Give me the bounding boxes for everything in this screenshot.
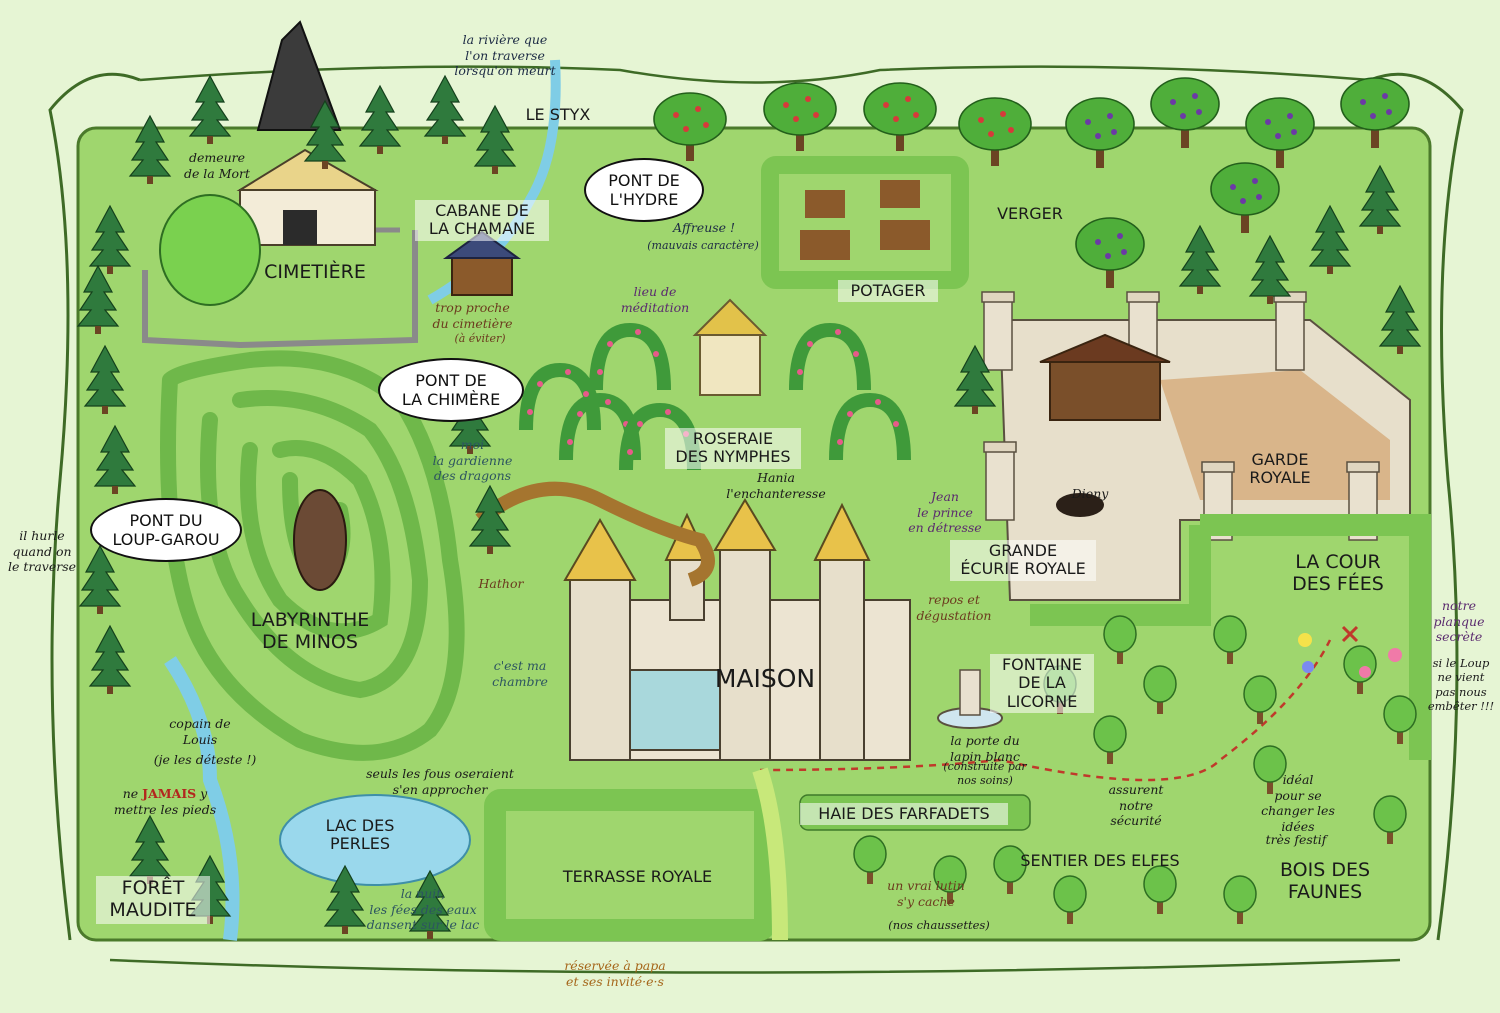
label-cour-des-fees: LA COUR DES FÉES [1292,551,1384,595]
note-repos-degustation: repos et dégustation [916,592,992,623]
note-jamais: ne JAMAIS y mettre les pieds [110,786,220,817]
label-garde-royale: GARDE ROYALE [1249,450,1311,488]
note-diony: Diony [1071,486,1109,501]
note-si-le-loup: si le Loup ne vient pas nous embêter !!! [1427,656,1495,714]
label-foret-maudite: FORÊT MAUDITE [96,876,210,924]
note-ideal: idéal pour se changer les idées [1261,772,1335,834]
note-construite-par-nos-soins: (construite par nos soins) [943,760,1027,787]
note-je-les-deteste: (je les déteste !) [153,752,257,767]
note-lieu-meditation: lieu de méditation [620,284,690,315]
label-styx: LE STYX [525,105,591,124]
note-jamais-pre: ne [122,786,143,801]
note-mauvais-caractere: (mauvais caractère) [647,239,759,252]
label-maison: MAISON [714,664,816,693]
note-jamais-post: y mettre les pieds [113,786,217,817]
note-seuls-les-fous: seuls les fous oseraient s'en approcher [366,766,514,797]
label-bois-des-faunes: BOIS DES FAUNES [1279,859,1371,903]
label-fontaine-licorne: FONTAINE DE LA LICORNE [990,654,1094,714]
note-porte-lapin: la porte du lapin blanc [950,733,1020,764]
label-potager: POTAGER [838,280,938,303]
note-il-hurle: il hurle quand on le traverse [7,528,77,575]
note-hathor: Hathor [478,576,524,591]
label-roseraie-nymphes: ROSERAIE DES NYMPHES [665,428,801,469]
note-planque-secrete: notre planque secrète [1433,598,1485,645]
label-terrasse-royale: TERRASSE ROYALE [562,867,713,886]
note-ma-chambre: c'est ma chambre [492,658,548,689]
note-assurent-securite: assurent notre sécurité [1108,782,1164,829]
label-sentier-des-elfes: SENTIER DES ELFES [1020,851,1180,870]
note-vrai-lutin: un vrai lutin s'y cache [887,878,965,909]
bubble-pont-chimere: PONT DE LA CHIMÈRE [378,358,524,422]
bubble-pont-hydre: PONT DE L'HYDRE [584,158,704,222]
label-lac-des-perles: LAC DES PERLES [325,816,395,854]
note-jean-prince: Jean le prince en détresse [908,489,982,536]
note-riviere: la rivière que l'on traverse lorsqu'on m… [454,32,556,79]
note-affreuse: Affreuse ! [672,220,736,235]
label-labyrinthe-minos: LABYRINTHE DE MINOS [250,609,370,653]
note-a-eviter: (à éviter) [454,332,506,345]
note-demeure-mort: demeure de la Mort [183,150,251,181]
note-tres-festif: très festif [1265,832,1327,847]
label-cimetiere: CIMETIÈRE [264,261,366,283]
label-grande-ecurie-royale: GRANDE ÉCURIE ROYALE [950,540,1096,581]
note-copain-louis: copain de Louis [169,716,231,747]
note-jamais-word: JAMAIS [142,786,197,801]
label-verger: VERGER [997,204,1063,223]
note-gardienne-dragons: moi la gardienne des dragons [432,437,513,484]
label-haie-des-farfadets: HAIE DES FARFADETS [800,803,1008,826]
note-la-nuit: la nuit, les fées des eaux dansent sur l… [366,886,480,933]
label-cabane-chamane: CABANE DE LA CHAMANE [415,200,549,241]
note-trop-proche: trop proche du cimetière [432,300,513,331]
bubble-pont-loup-garou: PONT DU LOUP-GAROU [90,498,242,562]
note-reservee-papa: réservée à papa et ses invité·e·s [564,958,666,989]
note-hania: Hania l'enchanteresse [726,470,826,501]
note-nos-chaussettes: (nos chaussettes) [888,918,990,932]
